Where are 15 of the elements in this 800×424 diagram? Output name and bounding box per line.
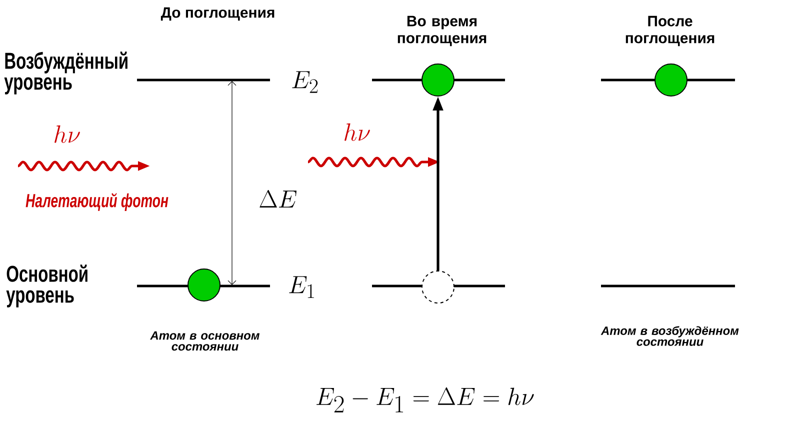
atom-caption: Атом в основном состоянии	[150, 331, 260, 351]
level-label: Основной уровень	[6, 264, 88, 308]
photon-symbol: $h\nu$	[344, 123, 370, 141]
atom-circle	[654, 64, 688, 96]
energy-symbol: $E_2$	[292, 71, 318, 93]
energy-symbol: $E_1$	[289, 276, 314, 298]
photon-symbol: $h\nu$	[54, 125, 80, 143]
atom-circle	[188, 268, 220, 302]
heading: До поглощения	[160, 7, 274, 21]
energy-difference: $\Delta E$	[260, 190, 297, 208]
empty-atom-circle	[422, 270, 454, 304]
atom-caption: Атом в возбуждённом состоянии	[600, 326, 739, 346]
atom-circle	[422, 64, 454, 96]
level-label: Возбуждённый уровень	[4, 52, 128, 94]
equation: $E_2 - E_1 = \Delta E = h\nu$	[316, 387, 534, 412]
